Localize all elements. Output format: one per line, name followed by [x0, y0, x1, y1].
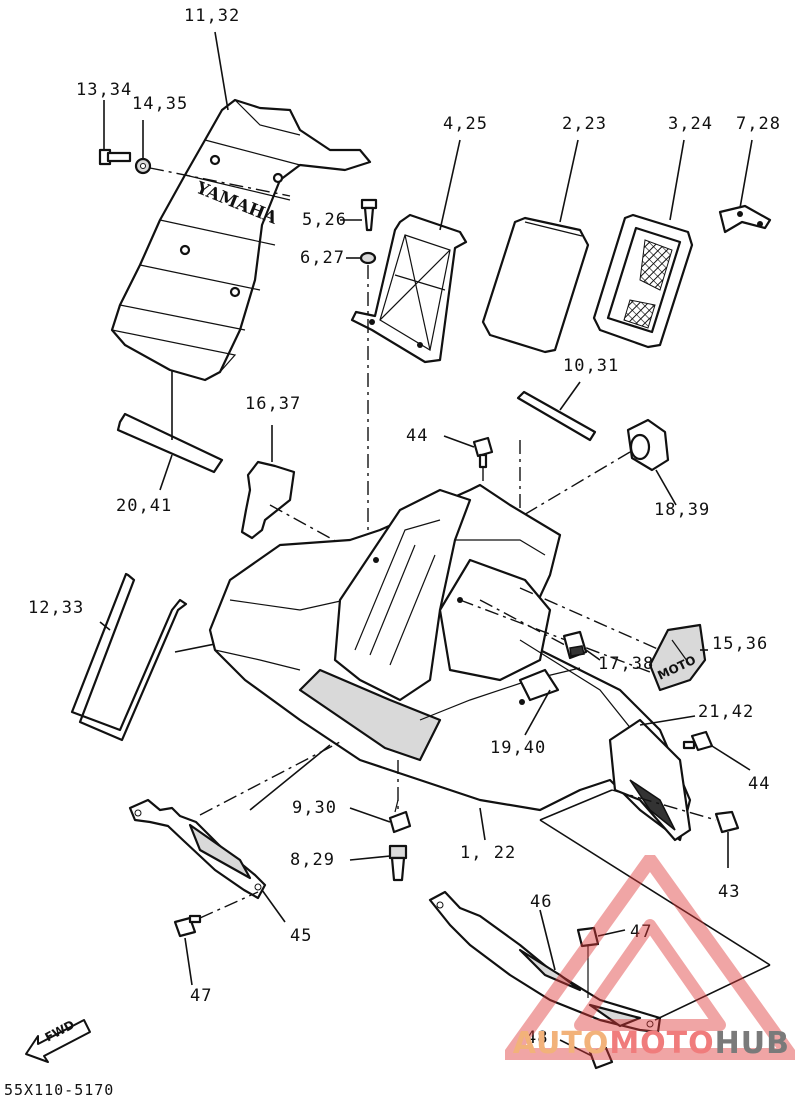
- callout-2-23: 2,23: [562, 114, 607, 134]
- fwd-arrow-icon: [25, 1019, 91, 1063]
- grommet-18-39: [626, 418, 670, 472]
- callout-6-27: 6,27: [300, 248, 345, 268]
- callout-44-top: 44: [406, 426, 429, 446]
- bolt-47-left: [173, 914, 202, 938]
- callout-18-39: 18,39: [654, 500, 711, 520]
- callout-17-38: 17,38: [598, 654, 655, 674]
- watermark-part-2: MOTO: [609, 1026, 715, 1061]
- wire-clip-7-28: [718, 204, 772, 234]
- bolt-13-34: [98, 148, 132, 166]
- foam-strip-10-31: [516, 390, 597, 442]
- bolt-47-right: [576, 926, 600, 998]
- callout-15-36: 15,36: [712, 634, 769, 654]
- gasket-16-37: [240, 460, 296, 540]
- watermark-part-3: HUB: [714, 1026, 790, 1061]
- bracket-frame-4-25: [350, 213, 468, 364]
- bolt-44-top: [472, 436, 494, 469]
- leg-shield-body-1-22: [208, 483, 692, 842]
- clip-9-30: [388, 799, 412, 834]
- callout-9-30: 9,30: [292, 798, 337, 818]
- foam-strip-20-41: [116, 412, 224, 474]
- callout-10-31: 10,31: [563, 356, 620, 376]
- callout-3-24: 3,24: [668, 114, 713, 134]
- callout-8-29: 8,29: [290, 850, 335, 870]
- bolt-44-right: [682, 730, 714, 752]
- watermark-part-1: AUTO: [512, 1026, 610, 1061]
- callout-20-41: 20,41: [116, 496, 173, 516]
- callout-47-left: 47: [190, 986, 213, 1006]
- screw-5-26: [360, 198, 378, 232]
- callout-12-33: 12,33: [28, 598, 85, 618]
- callout-19-40: 19,40: [490, 738, 547, 758]
- callout-46: 46: [530, 892, 553, 912]
- callout-7-28: 7,28: [736, 114, 781, 134]
- watermark-triangle-icon: [505, 855, 795, 1060]
- callout-48: 48: [526, 1028, 549, 1048]
- nut-48: [588, 1046, 614, 1070]
- bolt-8-29: [388, 844, 408, 882]
- bolt-43: [714, 810, 740, 834]
- callout-43: 43: [718, 882, 741, 902]
- callout-5-26: 5,26: [302, 210, 347, 230]
- washer-14-35: [134, 157, 152, 175]
- callout-13-34: 13,34: [76, 80, 133, 100]
- flat-panel-2-23: [481, 216, 590, 354]
- callout-47-right: 47: [630, 922, 653, 942]
- trim-strip-12-33: [70, 572, 188, 742]
- callout-1-22: 1, 22: [460, 843, 517, 863]
- callout-45: 45: [290, 926, 313, 946]
- rubber-block-17-38: [562, 630, 588, 660]
- catalog-number: 55X110-5170: [4, 1081, 115, 1099]
- front-cover-panel: YAMAHA: [110, 98, 372, 382]
- moto-badge-15-36: MOTO: [648, 623, 707, 692]
- callout-11-32: 11,32: [184, 6, 241, 26]
- watermark-brand: AUTOMOTOHUB: [513, 1026, 790, 1061]
- callout-21-42: 21,42: [698, 702, 755, 722]
- callout-44-right: 44: [748, 774, 771, 794]
- callout-4-25: 4,25: [443, 114, 488, 134]
- callout-16-37: 16,37: [245, 394, 302, 414]
- washer-6-27: [359, 251, 377, 265]
- inner-fender-21-42: [608, 718, 692, 842]
- stay-bracket-45: [128, 798, 267, 900]
- mesh-grille-3-24: [592, 213, 694, 349]
- callout-14-35: 14,35: [132, 94, 189, 114]
